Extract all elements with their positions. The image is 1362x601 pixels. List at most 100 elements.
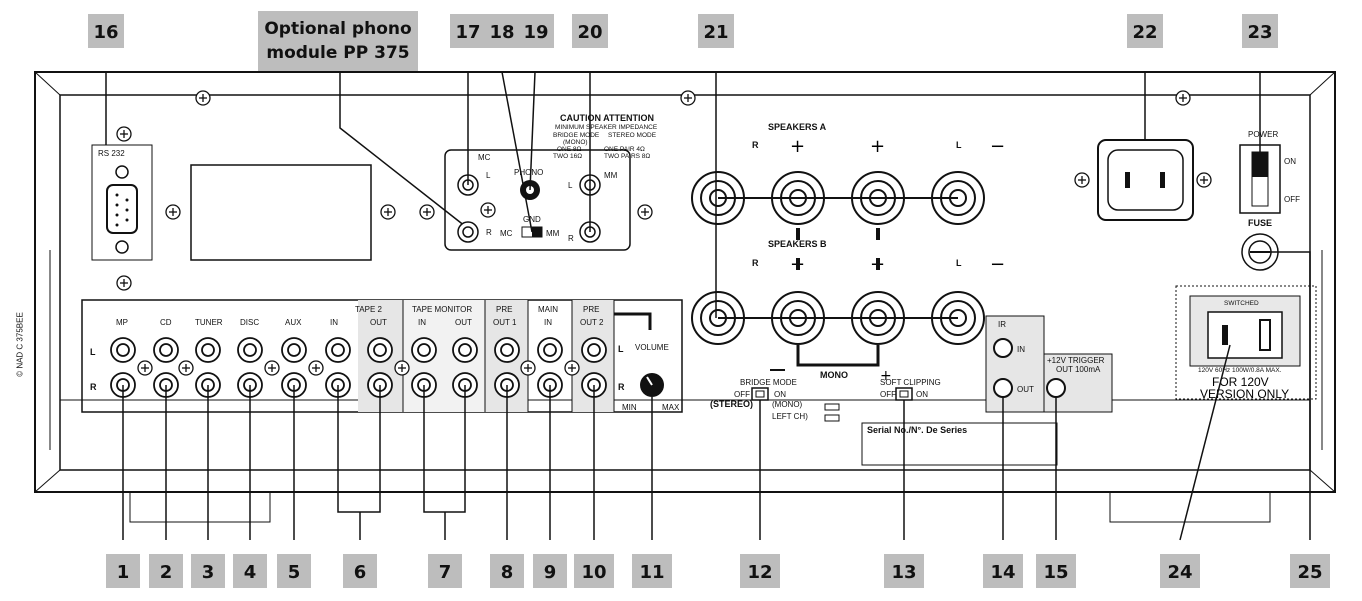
phono-module: MC MM PHONO GND MC MM L R L R bbox=[444, 149, 631, 251]
svg-text:8: 8 bbox=[501, 562, 514, 583]
svg-text:18: 18 bbox=[489, 22, 514, 43]
svg-text:TAPE MONITOR: TAPE MONITOR bbox=[412, 305, 472, 314]
number-19: 19 bbox=[518, 14, 554, 48]
svg-text:GND: GND bbox=[523, 215, 541, 224]
svg-text:(MONO): (MONO) bbox=[772, 400, 803, 409]
number-24: 24 bbox=[1160, 554, 1200, 588]
svg-text:MAIN: MAIN bbox=[538, 305, 558, 314]
svg-text:OUT: OUT bbox=[1017, 385, 1034, 394]
svg-text:L: L bbox=[956, 140, 962, 150]
number-2: 2 bbox=[149, 554, 183, 588]
svg-text:ON: ON bbox=[1284, 157, 1296, 166]
number-12: 12 bbox=[740, 554, 780, 588]
svg-text:Serial No./N°. De Series: Serial No./N°. De Series bbox=[867, 425, 967, 435]
bottom-number-labels: 1 2 3 4 5 6 7 8 9 10 11 12 13 14 15 24 2… bbox=[106, 554, 1330, 588]
panel-screws bbox=[137, 360, 580, 376]
trigger-jack[interactable]: +12V TRIGGER OUT 100mA bbox=[1043, 353, 1113, 413]
svg-text:11: 11 bbox=[639, 562, 664, 583]
phono-module-callout: Optional phono module PP 375 bbox=[258, 11, 418, 71]
callout-leader bbox=[339, 72, 471, 231]
svg-text:FOR 120V: FOR 120V bbox=[1212, 375, 1269, 389]
number-5: 5 bbox=[277, 554, 311, 588]
svg-text:OUT: OUT bbox=[455, 318, 472, 327]
chassis-screws bbox=[116, 90, 1212, 291]
ir-jacks[interactable]: IR IN OUT bbox=[985, 315, 1045, 413]
leader-lines bbox=[105, 71, 1311, 541]
svg-text:9: 9 bbox=[544, 562, 557, 583]
svg-text:MM: MM bbox=[604, 171, 618, 180]
rs232-port[interactable]: RS 232 bbox=[91, 144, 153, 261]
svg-text:SWITCHED: SWITCHED bbox=[1224, 300, 1259, 307]
svg-text:VERSION ONLY: VERSION ONLY bbox=[1200, 387, 1289, 401]
svg-text:SOFT CLIPPING: SOFT CLIPPING bbox=[880, 378, 941, 387]
number-11: 11 bbox=[632, 554, 672, 588]
phono-mc-jacks[interactable] bbox=[457, 174, 479, 243]
number-6: 6 bbox=[343, 554, 377, 588]
svg-text:MIN: MIN bbox=[622, 403, 637, 412]
svg-text:ONE 8Ω: ONE 8Ω bbox=[557, 146, 582, 153]
switched-outlet[interactable]: SWITCHED 120V 60Hz 100W/0.8A MAX. FOR 12… bbox=[1175, 285, 1317, 401]
svg-text:IN: IN bbox=[544, 318, 552, 327]
svg-text:21: 21 bbox=[703, 22, 728, 43]
number-23: 23 bbox=[1242, 14, 1278, 48]
svg-text:LEFT CH): LEFT CH) bbox=[772, 412, 808, 421]
svg-text:ON: ON bbox=[916, 390, 928, 399]
svg-text:TAPE 2: TAPE 2 bbox=[355, 305, 383, 314]
number-18: 18 bbox=[484, 14, 520, 48]
svg-text:16: 16 bbox=[93, 22, 118, 43]
svg-text:−: − bbox=[990, 254, 1005, 275]
svg-text:TWO 16Ω: TWO 16Ω bbox=[553, 153, 582, 160]
number-22: 22 bbox=[1127, 14, 1163, 48]
svg-text:17: 17 bbox=[455, 22, 480, 43]
svg-text:IN: IN bbox=[1017, 345, 1025, 354]
mc-mm-switch[interactable] bbox=[521, 226, 543, 238]
svg-text:ONE PAIR 4Ω: ONE PAIR 4Ω bbox=[604, 146, 645, 153]
svg-text:22: 22 bbox=[1132, 22, 1157, 43]
svg-text:BRIDGE MODE: BRIDGE MODE bbox=[740, 378, 797, 387]
number-10: 10 bbox=[574, 554, 614, 588]
rs232-label: RS 232 bbox=[98, 149, 125, 158]
callout-line2: module PP 375 bbox=[266, 43, 410, 63]
svg-text:MONO: MONO bbox=[820, 370, 848, 380]
svg-text:(MONO): (MONO) bbox=[563, 139, 588, 146]
svg-text:POWER: POWER bbox=[1248, 130, 1278, 139]
svg-text:FUSE: FUSE bbox=[1248, 218, 1272, 228]
svg-text:14: 14 bbox=[990, 562, 1015, 583]
svg-text:L: L bbox=[90, 347, 96, 357]
number-4: 4 bbox=[233, 554, 267, 588]
power-switch[interactable]: POWER ON OFF bbox=[1239, 130, 1300, 214]
svg-text:MM: MM bbox=[546, 229, 560, 238]
number-21: 21 bbox=[698, 14, 734, 48]
bridge-mode-switch[interactable]: BRIDGE MODE OFF (STEREO) ON (MONO) LEFT … bbox=[710, 378, 840, 422]
ac-inlet[interactable] bbox=[1097, 139, 1194, 221]
svg-text:PHONO: PHONO bbox=[514, 168, 543, 177]
svg-text:SPEAKERS A: SPEAKERS A bbox=[768, 122, 827, 132]
svg-text:R: R bbox=[618, 382, 625, 392]
speakers-a-terminals[interactable]: SPEAKERS A R L + + − bbox=[691, 122, 1005, 225]
svg-text:15: 15 bbox=[1043, 562, 1068, 583]
number-7: 7 bbox=[428, 554, 462, 588]
svg-text:L: L bbox=[568, 181, 573, 190]
svg-text:4: 4 bbox=[244, 562, 257, 583]
fuse-holder[interactable]: FUSE bbox=[1241, 218, 1279, 271]
caution-text: CAUTION ATTENTION MINIMUM SPEAKER IMPEDA… bbox=[553, 113, 658, 160]
soft-clipping-switch[interactable]: SOFT CLIPPING OFF ON bbox=[880, 378, 941, 401]
volume-knob[interactable] bbox=[640, 373, 664, 397]
svg-text:1: 1 bbox=[117, 562, 130, 583]
number-1: 1 bbox=[106, 554, 140, 588]
svg-text:6: 6 bbox=[354, 562, 367, 583]
number-16: 16 bbox=[88, 14, 124, 48]
serial-plate: Serial No./N°. De Series bbox=[861, 422, 1058, 466]
svg-text:MP: MP bbox=[116, 318, 128, 327]
speakers-b-terminals[interactable]: SPEAKERS B R L + + − MONO + bbox=[691, 239, 1005, 384]
svg-text:AUX: AUX bbox=[285, 318, 302, 327]
number-8: 8 bbox=[490, 554, 524, 588]
svg-text:13: 13 bbox=[891, 562, 916, 583]
svg-text:25: 25 bbox=[1297, 562, 1322, 583]
svg-text:PRE: PRE bbox=[583, 305, 599, 314]
svg-text:R: R bbox=[752, 258, 759, 268]
svg-text:R: R bbox=[486, 228, 492, 237]
svg-text:3: 3 bbox=[202, 562, 215, 583]
svg-text:R: R bbox=[752, 140, 759, 150]
